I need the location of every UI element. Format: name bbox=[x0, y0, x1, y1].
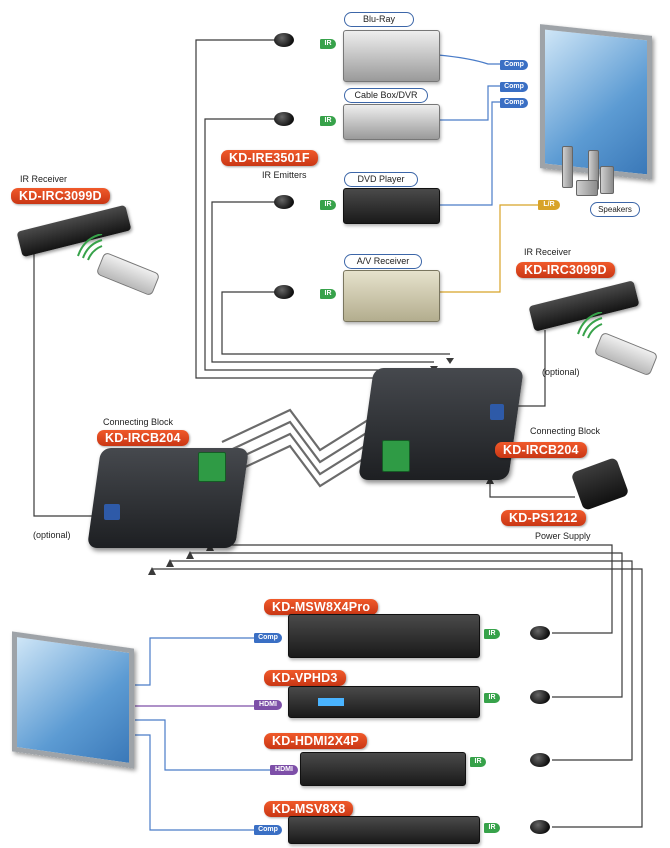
dvd-player bbox=[343, 188, 440, 224]
right-block-caption: Connecting Block bbox=[530, 426, 600, 436]
product-4-tag: KD-MSV8X8 bbox=[264, 801, 353, 817]
ir-badge-p4: IR bbox=[484, 823, 500, 833]
speaker-sub bbox=[600, 166, 614, 194]
bluray-player bbox=[343, 30, 440, 82]
wire-p3-ir bbox=[170, 561, 632, 760]
right-block-model-tag: KD-IRCB204 bbox=[495, 442, 587, 458]
bottom-tv bbox=[12, 631, 134, 768]
cable-box bbox=[343, 104, 440, 140]
arrow-bottom-2 bbox=[166, 559, 174, 567]
ir-badge-dvd: IR bbox=[320, 200, 336, 210]
product-2-tag: KD-VPHD3 bbox=[264, 670, 346, 686]
ir-emitter-bluray bbox=[274, 33, 294, 47]
ir-emitter-p3 bbox=[530, 753, 550, 767]
comp-badge-p4: Comp bbox=[254, 825, 282, 835]
speaker-woofer bbox=[576, 180, 598, 196]
arrow-bottom-1 bbox=[148, 567, 156, 575]
wire-p4-comp bbox=[135, 735, 255, 830]
arrow-bottom-3 bbox=[186, 551, 194, 559]
right-block-dip-switch bbox=[490, 404, 504, 420]
av-receiver bbox=[343, 270, 440, 322]
wire-avr-lr bbox=[438, 205, 538, 292]
speaker-left bbox=[562, 146, 573, 188]
product-2-display bbox=[318, 698, 344, 706]
product-1-tag: KD-MSW8X4Pro bbox=[264, 599, 378, 615]
hdmi-badge-p3: HDMI bbox=[270, 765, 298, 775]
left-block-model-tag: KD-IRCB204 bbox=[97, 430, 189, 446]
emitter-caption: IR Emitters bbox=[262, 170, 307, 180]
arrow-top-4 bbox=[446, 358, 454, 364]
left-block-caption: Connecting Block bbox=[103, 417, 173, 427]
hdmi-badge-p2: HDMI bbox=[254, 700, 282, 710]
wire-p1-comp bbox=[135, 638, 255, 685]
psu-caption: Power Supply bbox=[535, 531, 591, 541]
left-block-terminal bbox=[198, 452, 226, 482]
ir-emitter-p2 bbox=[530, 690, 550, 704]
wire-dvd-comp bbox=[438, 102, 500, 205]
left-receiver-model-tag: KD-IRC3099D bbox=[11, 188, 110, 204]
ir-badge-bluray: IR bbox=[320, 39, 336, 49]
ir-badge-p2: IR bbox=[484, 693, 500, 703]
label-speakers: Speakers bbox=[590, 202, 640, 217]
comp-badge-tv-2: Comp bbox=[500, 82, 528, 92]
ir-emitter-cable bbox=[274, 112, 294, 126]
psu-model-tag: KD-PS1212 bbox=[501, 510, 586, 526]
left-optional-label: (optional) bbox=[33, 530, 71, 540]
label-cable-box: Cable Box/DVR bbox=[344, 88, 428, 103]
left-receiver-caption: IR Receiver bbox=[20, 174, 67, 184]
label-bluray: Blu-Ray bbox=[344, 12, 414, 27]
right-receiver-model-tag: KD-IRC3099D bbox=[516, 262, 615, 278]
product-4-device bbox=[288, 816, 480, 844]
comp-badge-p1: Comp bbox=[254, 633, 282, 643]
right-optional-label: (optional) bbox=[542, 367, 580, 377]
ir-badge-avr: IR bbox=[320, 289, 336, 299]
lr-badge: L/R bbox=[538, 200, 560, 210]
product-3-tag: KD-HDMI2X4P bbox=[264, 733, 367, 749]
ir-emitter-p4 bbox=[530, 820, 550, 834]
emitter-model-tag: KD-IRE3501F bbox=[221, 150, 318, 166]
wire-cable-comp bbox=[438, 86, 500, 120]
ir-emitter-avr bbox=[274, 285, 294, 299]
label-dvd-player: DVD Player bbox=[344, 172, 418, 187]
left-ir-signal-icon bbox=[74, 234, 114, 264]
label-av-receiver: A/V Receiver bbox=[344, 254, 422, 269]
comp-badge-tv-3: Comp bbox=[500, 98, 528, 108]
wire-left-receiver bbox=[34, 250, 100, 516]
wire-p3-hdmi bbox=[135, 720, 270, 770]
product-2-device bbox=[288, 686, 480, 718]
ir-emitter-p1 bbox=[530, 626, 550, 640]
left-block-dip-switch bbox=[104, 504, 120, 520]
right-block-terminal bbox=[382, 440, 410, 472]
product-3-device bbox=[300, 752, 466, 786]
ir-badge-p3: IR bbox=[470, 757, 486, 767]
right-receiver-caption: IR Receiver bbox=[524, 247, 571, 257]
ir-badge-p1: IR bbox=[484, 629, 500, 639]
right-ir-signal-icon bbox=[574, 312, 614, 342]
wire-psu bbox=[490, 478, 575, 497]
product-1-device bbox=[288, 614, 480, 658]
wire-bluray-comp bbox=[438, 55, 500, 64]
comp-badge-tv-1: Comp bbox=[500, 60, 528, 70]
ir-emitter-dvd bbox=[274, 195, 294, 209]
ir-badge-cable: IR bbox=[320, 116, 336, 126]
